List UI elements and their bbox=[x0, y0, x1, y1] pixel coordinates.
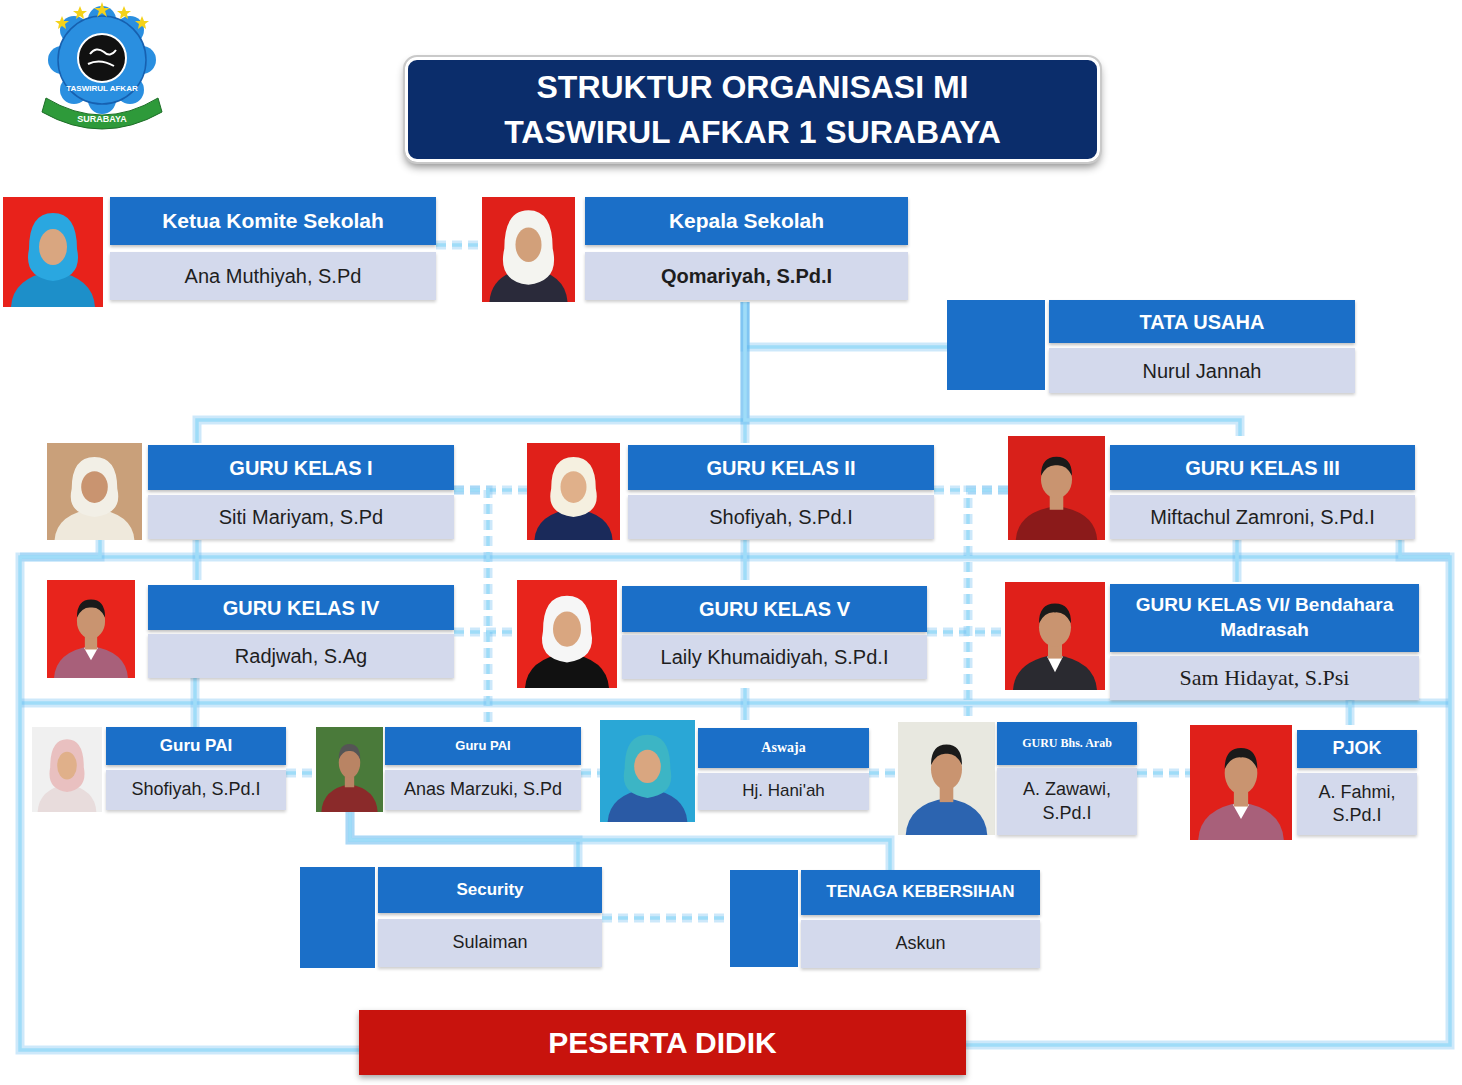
staff-photo bbox=[898, 722, 995, 835]
name-field: Nurul Jannah bbox=[1049, 348, 1355, 393]
role-header: TENAGA KEBERSIHAN bbox=[801, 870, 1040, 915]
role-header: GURU KELAS III bbox=[1110, 445, 1415, 490]
staff-card: GURU KELAS VI/ Bendahara MadrasahSam Hid… bbox=[1005, 582, 1419, 700]
role-header: GURU Bhs. Arab bbox=[997, 722, 1137, 765]
connector bbox=[197, 540, 198, 580]
band-label: PESERTA DIDIK bbox=[536, 1022, 788, 1064]
connector bbox=[745, 302, 947, 347]
role-header: Aswaja bbox=[698, 728, 869, 768]
name-field: A. Fahmi, S.Pd.I bbox=[1297, 773, 1417, 835]
role-header: GURU KELAS II bbox=[628, 445, 934, 490]
role-header: Kepala Sekolah bbox=[585, 197, 908, 245]
staff-card: GURU KELAS I Siti Mariyam, S.Pd bbox=[47, 443, 454, 540]
staff-photo bbox=[527, 443, 620, 540]
name-field: Anas Marzuki, S.Pd bbox=[385, 770, 581, 810]
staff-card: Guru PAI Anas Marzuki, S.Pd bbox=[316, 727, 581, 812]
staff-card: TENAGA KEBERSIHAN Askun bbox=[730, 870, 1040, 968]
title-box: STRUKTUR ORGANISASI MI TASWIRUL AFKAR 1 … bbox=[405, 57, 1100, 162]
logo-text: TASWIRUL AFKAR bbox=[62, 84, 142, 93]
name-field: Shofiyah, S.Pd.I bbox=[106, 770, 286, 810]
staff-photo bbox=[3, 197, 103, 307]
staff-photo bbox=[47, 580, 135, 678]
name-field: Shofiyah, S.Pd.I bbox=[628, 495, 934, 539]
name-field: Hj. Hani'ah bbox=[698, 773, 869, 810]
connector bbox=[869, 773, 898, 774]
staff-photo bbox=[32, 727, 102, 812]
role-header: TATA USAHA bbox=[1049, 300, 1355, 343]
connector bbox=[195, 678, 196, 727]
name-field: Askun bbox=[801, 920, 1040, 968]
connector bbox=[197, 302, 745, 443]
role-header: PJOK bbox=[1297, 730, 1417, 768]
name-field: Qomariyah, S.Pd.I bbox=[585, 252, 908, 300]
staff-card: Guru PAI Shofiyah, S.Pd.I bbox=[32, 727, 286, 812]
staff-card: AswajaHj. Hani'ah bbox=[600, 720, 869, 822]
role-header: Security bbox=[378, 867, 602, 913]
name-field: Ana Muthiyah, S.Pd bbox=[110, 252, 436, 300]
connector bbox=[436, 245, 482, 246]
staff-card: SecuritySulaiman bbox=[300, 867, 602, 968]
connector bbox=[286, 773, 316, 774]
name-field: Sam Hidayat, S.Psi bbox=[1110, 656, 1419, 700]
connector bbox=[966, 540, 1450, 1045]
target-band: PESERTA DIDIK bbox=[359, 1010, 966, 1075]
staff-card: PJOK A. Fahmi, S.Pd.I bbox=[1190, 725, 1417, 840]
connector bbox=[745, 540, 746, 580]
staff-photo bbox=[1008, 436, 1105, 540]
staff-photo bbox=[517, 580, 617, 688]
staff-card: Kepala SekolahQomariyah, S.Pd.I bbox=[482, 197, 908, 302]
role-header: GURU KELAS I bbox=[148, 445, 454, 490]
staff-photo bbox=[47, 443, 142, 540]
logo-text: SURABAYA bbox=[72, 114, 132, 124]
staff-card: GURU KELAS III Miftachul Zamroni, S.Pd.I bbox=[1008, 436, 1415, 540]
connector bbox=[350, 812, 890, 870]
staff-card: Ketua Komite SekolahAna Muthiyah, S.Pd bbox=[3, 197, 436, 307]
staff-photo bbox=[316, 727, 383, 812]
staff-photo bbox=[600, 720, 695, 822]
connector bbox=[745, 688, 746, 720]
connector bbox=[968, 490, 1008, 722]
role-header: GURU KELAS IV bbox=[148, 585, 454, 630]
role-header: Ketua Komite Sekolah bbox=[110, 197, 436, 245]
staff-photo bbox=[1005, 582, 1105, 690]
role-header: GURU KELAS V bbox=[622, 586, 927, 632]
staff-photo bbox=[482, 197, 575, 302]
connector bbox=[1350, 700, 1351, 725]
staff-photo bbox=[1190, 725, 1292, 840]
connector bbox=[602, 918, 730, 919]
staff-card: GURU KELAS VLaily Khumaidiyah, S.Pd.I bbox=[517, 580, 927, 688]
role-header: Guru PAI bbox=[385, 727, 581, 765]
connector bbox=[1137, 773, 1190, 774]
school-logo bbox=[42, 2, 162, 129]
name-field: Sulaiman bbox=[378, 919, 602, 967]
connector bbox=[1237, 540, 1238, 582]
staff-card: TATA USAHA Nurul Jannah bbox=[947, 300, 1355, 393]
name-field: A. Zawawi, S.Pd.I bbox=[997, 768, 1137, 835]
role-header: Guru PAI bbox=[106, 727, 286, 765]
name-field: Miftachul Zamroni, S.Pd.I bbox=[1110, 495, 1415, 539]
staff-card: GURU KELAS IVRadjwah, S.Ag bbox=[47, 580, 454, 678]
name-field: Radjwah, S.Ag bbox=[148, 634, 454, 678]
staff-card: GURU Bhs. ArabA. Zawawi, S.Pd.I bbox=[898, 722, 1137, 835]
connector bbox=[454, 490, 488, 727]
staff-card: GURU KELAS II Shofiyah, S.Pd.I bbox=[527, 443, 934, 540]
connector bbox=[581, 773, 600, 774]
role-header: GURU KELAS VI/ Bendahara Madrasah bbox=[1110, 584, 1419, 652]
name-field: Laily Khumaidiyah, S.Pd.I bbox=[622, 635, 927, 679]
name-field: Siti Mariyam, S.Pd bbox=[148, 495, 454, 539]
title-text: STRUKTUR ORGANISASI MI TASWIRUL AFKAR 1 … bbox=[408, 61, 1097, 157]
